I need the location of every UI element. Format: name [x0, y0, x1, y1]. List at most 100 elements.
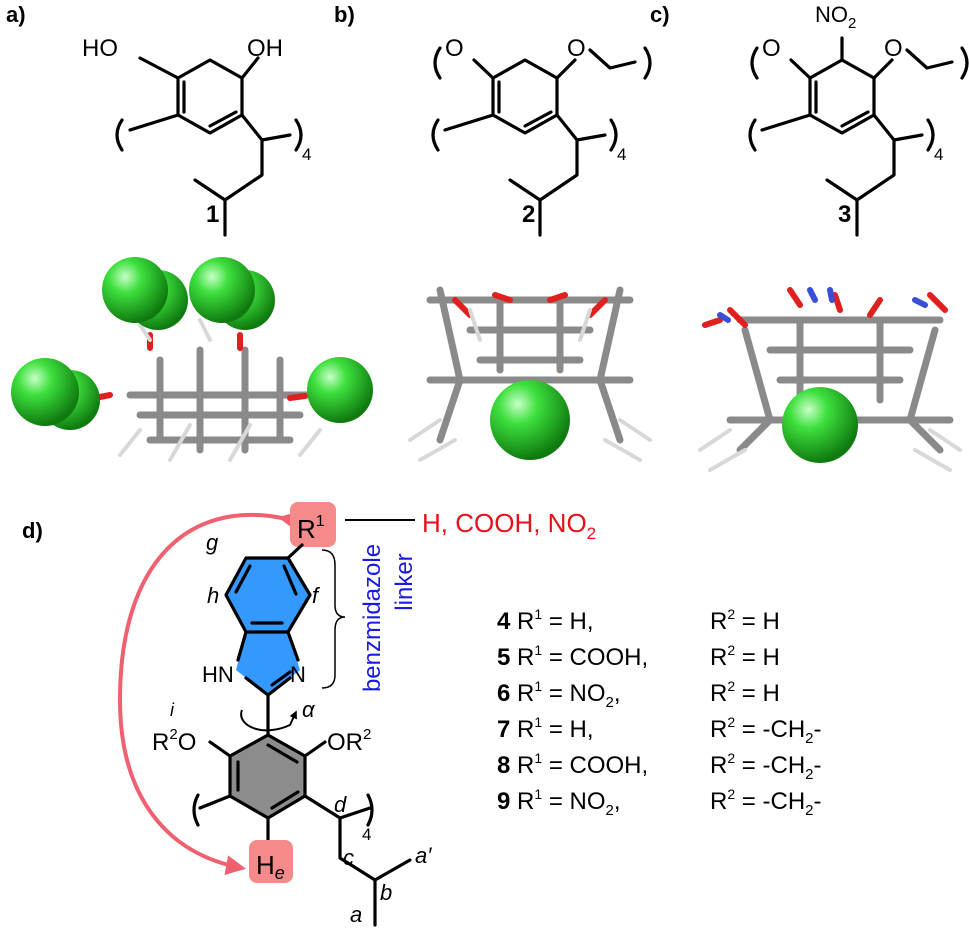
r2-superscript: 2: [169, 726, 177, 743]
r1-superscript: 1: [316, 513, 325, 530]
compound-number: 6: [497, 680, 517, 707]
subscript: 2: [606, 802, 614, 819]
rotation-arrow: [240, 709, 297, 732]
panel-label-d: d): [22, 518, 43, 543]
o-label-right: O: [884, 35, 903, 62]
label-d: d: [334, 792, 347, 817]
superscript: 2: [727, 642, 735, 658]
compound-number: 7: [497, 716, 517, 743]
compound-r1: 5 R1 = COOH,: [497, 642, 648, 671]
compound-r2: R2 = H: [710, 678, 780, 707]
r-label: R: [710, 788, 727, 815]
or2-label-right: OR2: [327, 726, 371, 756]
nitro-subscript: 2: [848, 15, 856, 32]
equals: =: [735, 788, 762, 815]
label-f: f: [312, 583, 321, 608]
o-text: O: [178, 729, 197, 756]
label-c: c: [343, 845, 354, 870]
compound-r2: R2 = H: [710, 642, 780, 671]
value-text: -: [814, 788, 822, 815]
repeat-count: 4: [934, 145, 943, 164]
he-label: He: [256, 850, 285, 883]
label-b: b: [380, 880, 392, 905]
r-label: R: [517, 752, 534, 779]
o-label-right: O: [567, 35, 586, 62]
subscript: 2: [805, 766, 813, 783]
compound-r1: 4 R1 = H,: [497, 606, 594, 635]
value-text: -CH: [763, 716, 806, 743]
label-h: h: [207, 583, 219, 608]
subscript: 2: [805, 802, 813, 819]
repeat-count: 4: [362, 825, 371, 844]
panel-d: d) R1 H, COOH, NO2 g h f HN N α benzmida…: [22, 502, 822, 927]
label-a-prime: a′: [415, 843, 432, 868]
he-text: H: [256, 850, 275, 880]
value-text: H: [763, 644, 780, 671]
r-label: R: [710, 644, 727, 671]
compound-r2: R2 = -CH2-: [710, 750, 822, 783]
panel-label-a: a): [6, 2, 26, 27]
value-text: -: [814, 752, 822, 779]
structure-3: NO2 O O 4 3: [748, 2, 969, 237]
equals: =: [735, 752, 762, 779]
r-label: R: [517, 716, 534, 743]
superscript: 1: [534, 606, 542, 622]
label-i: i: [170, 700, 175, 720]
nitro-text: NO: [815, 2, 848, 27]
he-highlight: [249, 840, 293, 883]
compound-number: 9: [497, 788, 517, 815]
equals: =: [542, 752, 569, 779]
superscript: 2: [727, 678, 735, 694]
value-text: ,: [614, 680, 621, 707]
superscript: 2: [727, 750, 735, 766]
or-text: OR: [327, 729, 363, 756]
alpha-label: α: [302, 697, 316, 722]
substituent-subscript: 2: [587, 524, 596, 543]
equals: =: [735, 680, 762, 707]
compound-r1: 6 R1 = NO2,: [497, 678, 621, 711]
value-text: ,: [614, 788, 621, 815]
value-text: COOH,: [570, 752, 649, 779]
o-label-left: O: [445, 35, 464, 62]
linker-label-line2: linker: [391, 553, 418, 610]
superscript: 2: [727, 786, 735, 802]
substituent-options: H, COOH, NO2: [422, 508, 596, 543]
r-label: R: [710, 752, 727, 779]
value-text: -CH: [763, 752, 806, 779]
compound-r1: 9 R1 = NO2,: [497, 786, 621, 819]
compound-number: 5: [497, 644, 517, 671]
superscript: 1: [534, 786, 542, 802]
repeat-count: 4: [617, 145, 626, 164]
or2-superscript: 2: [363, 726, 371, 743]
equals: =: [735, 608, 762, 635]
equals: =: [542, 608, 569, 635]
resorcinarene-unit: [192, 733, 412, 927]
linker-brace: [321, 549, 346, 689]
superscript: 2: [727, 606, 735, 622]
panel-b: b) O O 4 2: [334, 2, 652, 462]
compound-number: 3: [838, 201, 851, 228]
label-a: a: [350, 902, 362, 927]
r-label: R: [710, 608, 727, 635]
value-text: NO: [570, 788, 606, 815]
value-text: -CH: [763, 788, 806, 815]
compound-r2: R2 = -CH2-: [710, 786, 822, 819]
substituent-text: H, COOH, NO: [422, 508, 587, 538]
superscript: 2: [727, 714, 735, 730]
value-text: H,: [570, 716, 594, 743]
value-text: H: [763, 608, 780, 635]
ho-label: HO: [82, 35, 118, 62]
compound-r1: 8 R1 = COOH,: [497, 750, 648, 779]
structure-1: HO OH 4 1: [82, 35, 311, 237]
value-text: H,: [570, 608, 594, 635]
label-g: g: [206, 530, 219, 555]
equals: =: [542, 680, 569, 707]
r1-label: R1: [297, 513, 325, 544]
r-label: R: [517, 644, 534, 671]
nitro-label: NO2: [815, 2, 856, 32]
oh-label: OH: [247, 35, 283, 62]
panel-c: c) NO2 O O 4 3: [650, 2, 969, 472]
repeat-count: 4: [302, 145, 311, 164]
structure-2: O O 4 2: [431, 35, 652, 237]
r2-text: R: [152, 729, 169, 756]
